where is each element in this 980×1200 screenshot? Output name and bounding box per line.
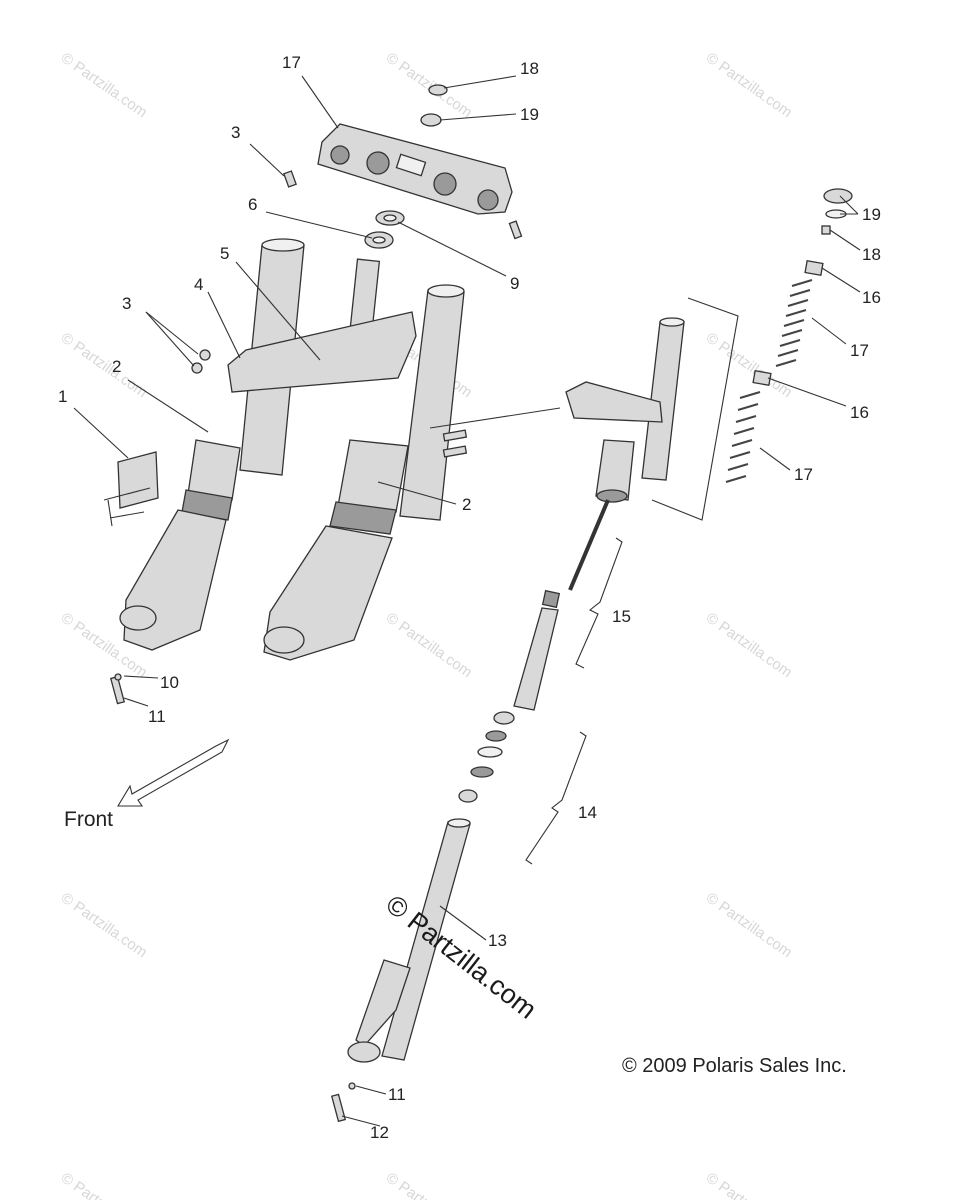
callout-2: 2	[112, 357, 121, 376]
pin-part-12-bottom	[330, 1093, 347, 1123]
callout-17: 17	[794, 465, 813, 484]
clip-part-11-bottom	[348, 1082, 356, 1090]
washer-part-9	[420, 113, 442, 127]
callout-3: 3	[231, 123, 240, 142]
callout-16: 16	[862, 288, 881, 307]
bolt-part-3-top	[283, 170, 523, 240]
watermark: © Partzilla.com	[58, 49, 151, 121]
callout-11: 10	[160, 673, 179, 692]
callout-13: 13	[488, 931, 507, 950]
callout-2: 2	[462, 495, 471, 514]
callout-4: 4	[194, 275, 203, 294]
watermark: © Partzilla.com	[703, 49, 796, 121]
pin-part-12-left	[109, 675, 126, 705]
leader-lines	[73, 75, 861, 1127]
callout-11: 11	[388, 1085, 406, 1104]
callout-6: 6	[248, 195, 257, 214]
callout-19: 19	[862, 205, 881, 224]
watermark: © Partzilla.com	[703, 609, 796, 681]
lower-triple-clamp-part-4	[227, 311, 417, 393]
watermark: © Partzilla.com	[383, 1169, 476, 1200]
clip-part-11-left	[114, 673, 122, 681]
mid-bolt-pair	[442, 429, 468, 458]
callout-1: 1	[58, 387, 67, 406]
watermark: © Partzilla.com	[383, 609, 476, 681]
callout-15: 15	[612, 607, 631, 626]
fork-assembly-exploded	[347, 317, 685, 1063]
right-fork-tube	[263, 284, 465, 661]
screw-part-3-left	[191, 349, 211, 374]
callout-5: 5	[220, 244, 229, 263]
callout-3: 3	[122, 294, 131, 313]
nut-part-8	[428, 84, 448, 96]
callout-16: 16	[850, 403, 869, 422]
callout-9: 19	[520, 105, 539, 124]
fork-guard-part-1	[103, 451, 159, 527]
callout-18: 18	[862, 245, 881, 264]
top-triple-clamp	[317, 123, 513, 215]
callout-12: 11	[148, 707, 166, 726]
watermark: © Partzilla.com	[58, 329, 151, 401]
watermark: © Partzilla.com	[703, 889, 796, 961]
fork-spring-set	[725, 188, 853, 484]
callout-12: 12	[370, 1123, 389, 1142]
callout-10: 9	[510, 274, 519, 293]
callout-7: 17	[282, 53, 301, 72]
watermark: © Partzilla.com	[58, 1169, 151, 1200]
copyright-notice: © 2009 Polaris Sales Inc.	[622, 1055, 847, 1077]
callout-17: 17	[850, 341, 869, 360]
front-direction-label: Front	[64, 808, 113, 831]
watermark: © Partzilla.com	[703, 1169, 796, 1200]
callout-8: 18	[520, 59, 539, 78]
callout-14: 14	[578, 803, 597, 822]
watermark: © Partzilla.com	[58, 889, 151, 961]
fork-group-bracket	[651, 297, 739, 521]
